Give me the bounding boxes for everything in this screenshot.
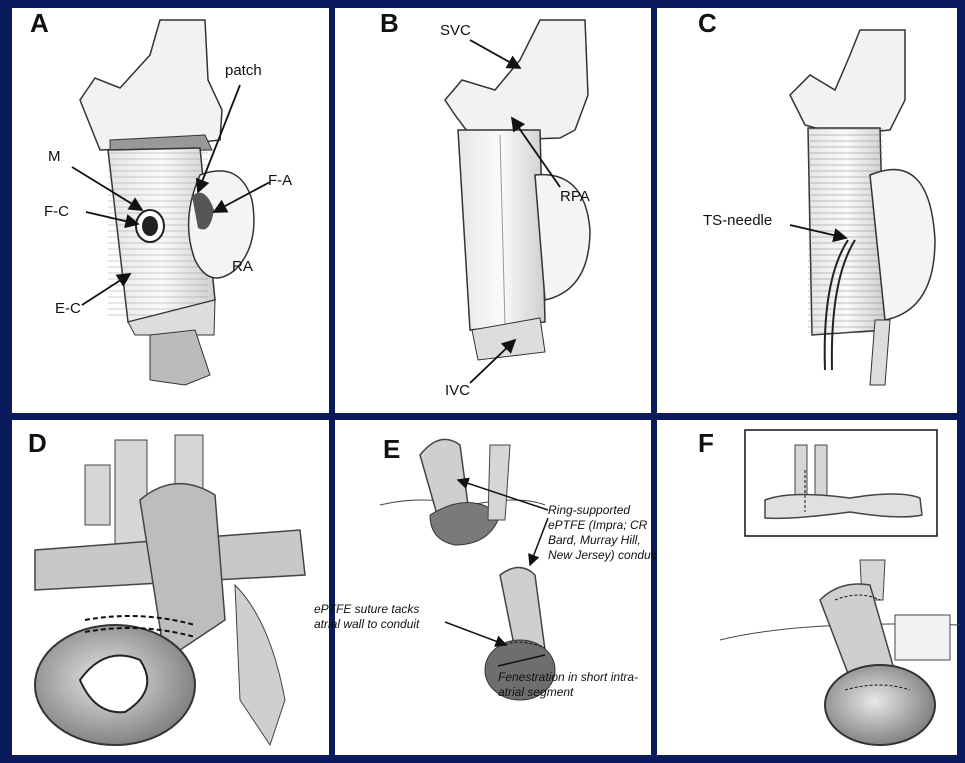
panel-e-letter: E [383, 434, 400, 465]
note-ring-supported-line3: Bard, Murray Hill, [548, 533, 641, 548]
note-fenestration-line2: atrial segment [498, 685, 573, 700]
note-suture-line1: ePTFE suture tacks [314, 602, 419, 617]
panel-e-drawing [380, 439, 555, 700]
panel-d-drawing [35, 435, 305, 745]
label-ts-needle: TS-needle [703, 212, 772, 229]
label-patch: patch [225, 62, 262, 79]
note-fenestration-line1: Fenestration in short intra- [498, 670, 638, 685]
label-ra: RA [232, 258, 253, 275]
label-e-c: E-C [55, 300, 81, 317]
note-suture-line2: atrial wall to conduit [314, 617, 419, 632]
label-f-c: F-C [44, 203, 69, 220]
panel-c-drawing [790, 30, 935, 385]
panel-d-letter: D [28, 428, 47, 459]
panel-f-drawing [720, 430, 960, 745]
label-m: M [48, 148, 61, 165]
label-f-a: F-A [268, 172, 292, 189]
panel-c-letter: C [698, 8, 717, 39]
label-rpa: RPA [560, 188, 590, 205]
note-ring-supported-line1: Ring-supported [548, 503, 630, 518]
label-svc: SVC [440, 22, 471, 39]
panel-a-letter: A [30, 8, 49, 39]
panel-f-letter: F [698, 428, 714, 459]
note-ring-supported-line4: New Jersey) conduit [548, 548, 657, 563]
panel-f-inset [745, 430, 937, 536]
panel-b-letter: B [380, 8, 399, 39]
label-ivc: IVC [445, 382, 470, 399]
note-ring-supported-line2: ePTFE (Impra; CR [548, 518, 647, 533]
